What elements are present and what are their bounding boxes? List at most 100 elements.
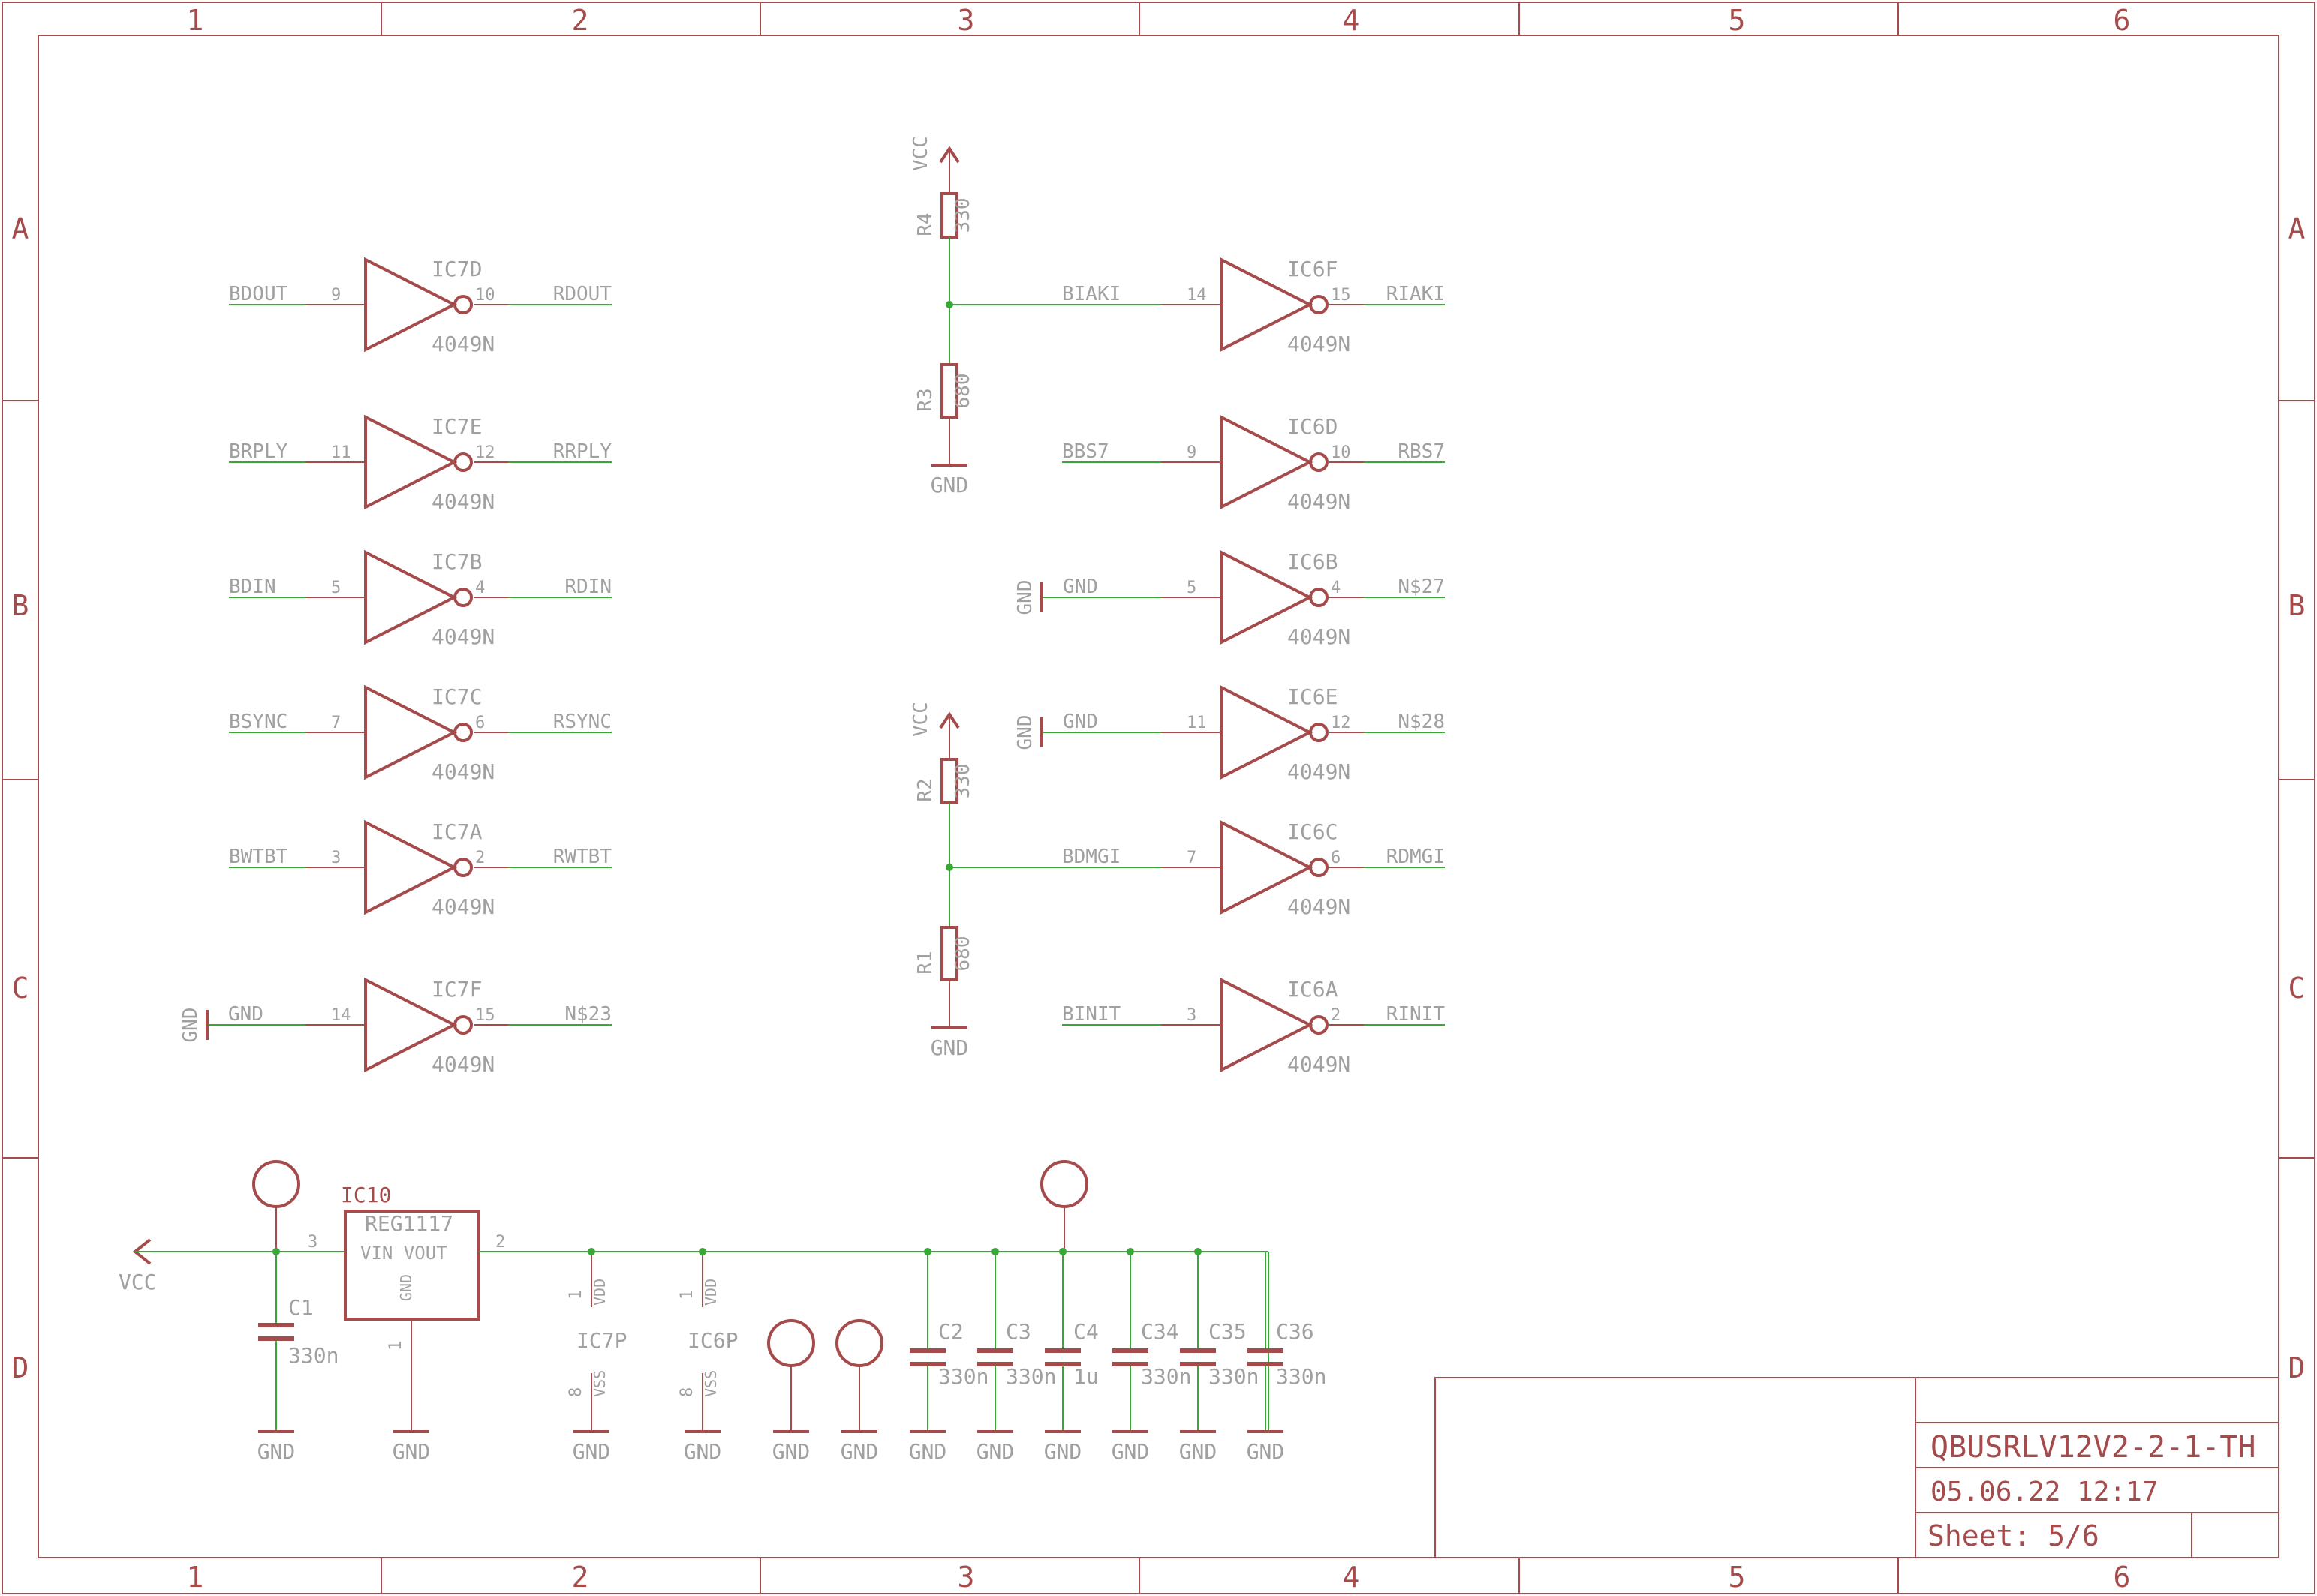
inverter-bubble xyxy=(1309,858,1329,877)
gate-name: IC7D xyxy=(432,257,482,281)
junction-dot xyxy=(1127,1248,1134,1255)
output-net-label: N$23 xyxy=(564,1003,612,1026)
output-pin-number: 2 xyxy=(475,849,485,867)
input-pin-number: 9 xyxy=(331,286,341,305)
inverter-bubble xyxy=(1309,723,1329,742)
column-label: 3 xyxy=(958,1561,975,1594)
column-label: 4 xyxy=(1343,1561,1360,1594)
ground-test-point: GND xyxy=(835,1319,883,1464)
column-label: 5 xyxy=(1729,1561,1746,1594)
capacitor-value: 330n xyxy=(1276,1364,1326,1389)
input-pin-number: 9 xyxy=(1187,443,1196,462)
gate-value: 4049N xyxy=(432,759,495,784)
test-point xyxy=(252,1160,300,1208)
input-net-label: BDMGI xyxy=(1062,846,1121,868)
ground-test-point: GND xyxy=(767,1319,815,1464)
inverter-bubble xyxy=(453,452,473,472)
vss-label: VSS xyxy=(591,1370,609,1397)
row-label: D xyxy=(12,1351,29,1384)
inverter-symbol xyxy=(364,414,458,510)
capacitor-name: C1 xyxy=(288,1295,314,1320)
input-net-label: GND xyxy=(1063,576,1098,598)
column-label: 2 xyxy=(572,1561,589,1594)
inverter-bubble xyxy=(1309,295,1329,314)
vss-pin-number: 8 xyxy=(567,1387,585,1397)
vcc-label: VCC xyxy=(910,136,932,171)
inverter-bubble xyxy=(1309,1015,1329,1035)
sheet-number: Sheet: 5/6 xyxy=(1927,1519,2099,1552)
output-net-label: RBS7 xyxy=(1398,440,1445,463)
vdd-label: VDD xyxy=(591,1279,609,1306)
column-label: 6 xyxy=(2114,4,2131,37)
column-label: 1 xyxy=(187,1561,204,1594)
row-label: B xyxy=(12,589,29,622)
input-pin-number: 11 xyxy=(1187,714,1207,732)
input-net-label: BDIN xyxy=(229,576,276,598)
capacitor-name: C35 xyxy=(1208,1319,1247,1344)
input-net-label: BIAKI xyxy=(1062,283,1121,305)
input-net-label: BINIT xyxy=(1062,1003,1121,1026)
output-pin-number: 10 xyxy=(1331,443,1351,462)
vss-label: VSS xyxy=(702,1370,720,1397)
output-net-label: RDIN xyxy=(564,576,612,598)
gate-name: IC6C xyxy=(1287,819,1338,844)
inverter-bubble xyxy=(453,588,473,607)
output-net-label: RRPLY xyxy=(553,440,612,463)
resistor-value: 680 xyxy=(952,936,974,972)
output-pin-number: 15 xyxy=(475,1006,495,1025)
gnd-label: GND xyxy=(931,473,969,497)
gate-name: IC7E xyxy=(432,414,482,439)
regulator-pin-gnd: 1 xyxy=(387,1341,405,1351)
inverter-symbol xyxy=(1220,549,1313,645)
resistor-value: 680 xyxy=(952,374,974,409)
input-net-label: BDOUT xyxy=(229,283,288,305)
gate-name: IC6E xyxy=(1287,684,1338,709)
input-net-label: BRPLY xyxy=(229,440,288,463)
inverter-symbol xyxy=(364,977,458,1073)
vss-pin-number: 8 xyxy=(678,1387,697,1397)
power-pin-name: IC7P xyxy=(576,1328,627,1353)
input-pin-number: 5 xyxy=(1187,579,1196,597)
input-net-label: GND xyxy=(1063,711,1098,733)
test-point xyxy=(767,1319,815,1367)
gate-value: 4049N xyxy=(1287,624,1350,649)
gate-name: IC6F xyxy=(1287,257,1338,281)
output-pin-number: 10 xyxy=(475,286,495,305)
output-net-label: N$28 xyxy=(1398,711,1445,733)
gnd-label: GND xyxy=(931,1035,969,1060)
inverter-symbol xyxy=(364,684,458,780)
resistor-name: R4 xyxy=(914,212,937,236)
inverter-symbol xyxy=(1220,414,1313,510)
output-pin-number: 15 xyxy=(1331,286,1351,305)
gate-value: 4049N xyxy=(1287,759,1350,784)
capacitor-value: 330n xyxy=(288,1343,339,1368)
row-label: D xyxy=(2288,1351,2306,1384)
junction-dot xyxy=(991,1248,999,1255)
output-pin-number: 2 xyxy=(1331,1006,1341,1025)
vcc-label: VCC xyxy=(910,702,932,737)
regulator-pins-label: VIN VOUT xyxy=(360,1243,447,1264)
gnd-label: GND xyxy=(393,1439,431,1464)
gate-name: IC7A xyxy=(432,819,483,844)
gate-name: IC6D xyxy=(1287,414,1338,439)
input-pin-number: 7 xyxy=(1187,849,1196,867)
gnd-label: GND xyxy=(1014,580,1037,615)
title-block: QBUSRLV12V2-2-1-TH 05.06.22 12:17 Sheet:… xyxy=(1434,1377,2279,1558)
capacitor-value: 330n xyxy=(1208,1364,1259,1389)
gate-name: IC6B xyxy=(1287,549,1338,574)
gate-value: 4049N xyxy=(1287,489,1350,514)
regulator-pin-in: 3 xyxy=(308,1233,317,1252)
input-pin-number: 14 xyxy=(331,1006,351,1025)
gate-value: 4049N xyxy=(432,1052,495,1077)
